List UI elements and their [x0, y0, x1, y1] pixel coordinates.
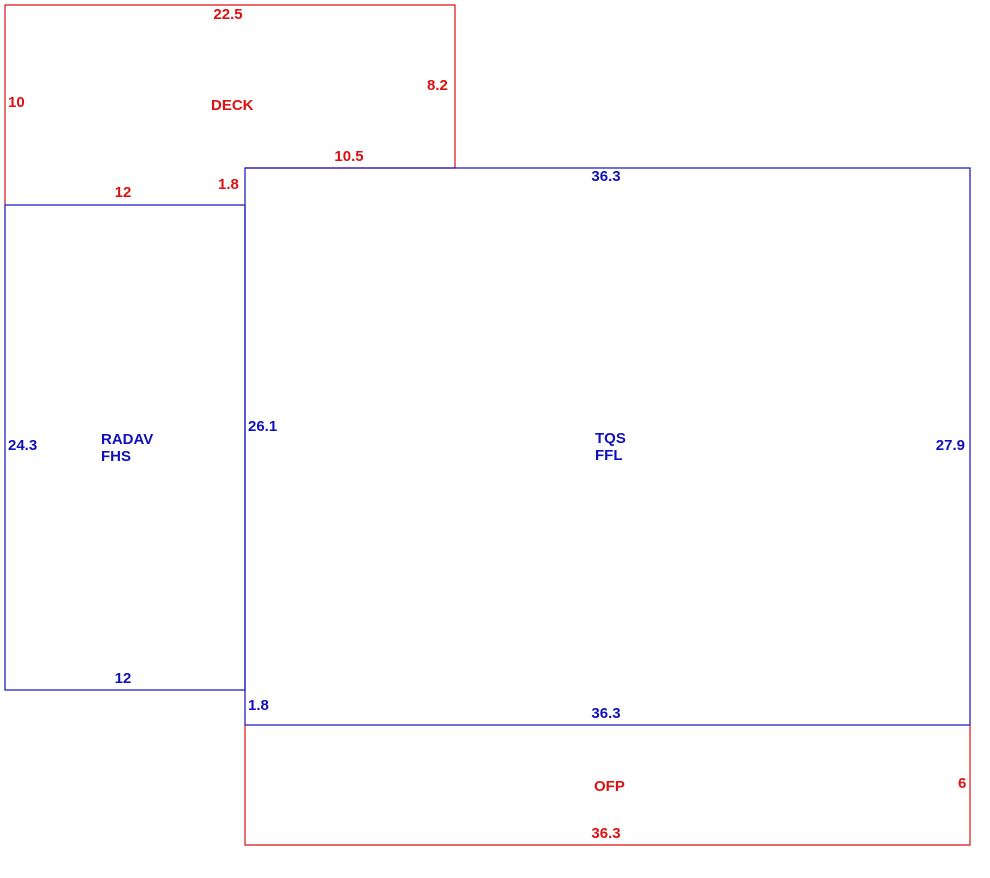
radav-name-line1: RADAV — [101, 431, 153, 448]
deck-name: DECK — [211, 97, 254, 114]
radav-bottom-dimension: 12 — [115, 670, 132, 687]
deck-right-dimension: 8.2 — [427, 77, 448, 94]
tqs-name-line2: FFL — [595, 447, 623, 464]
tqs-name-line1: TQS — [595, 430, 626, 447]
deck-outline — [4, 4, 456, 205]
tqs-left-dimension: 26.1 — [248, 418, 277, 435]
deck-top-dimension: 22.5 — [213, 6, 242, 23]
radav-left-dimension: 24.3 — [8, 437, 37, 454]
tqs-step-dimension: 1.8 — [248, 697, 269, 714]
deck-left-dimension: 10 — [8, 94, 25, 111]
radav-name-line2: FHS — [101, 448, 131, 465]
ofp-bottom-dimension: 36.3 — [591, 825, 620, 842]
tqs-outline — [244, 167, 971, 726]
ofp-right-dimension: 6 — [958, 775, 966, 792]
deck-bottom-right-dimension: 10.5 — [334, 148, 363, 165]
ofp-outline — [244, 725, 971, 846]
deck-bottom-left-dimension: 12 — [115, 184, 132, 201]
deck-step-dimension: 1.8 — [218, 176, 239, 193]
tqs-bottom-dimension: 36.3 — [591, 705, 620, 722]
tqs-right-dimension: 27.9 — [936, 437, 965, 454]
ofp-name: OFP — [594, 778, 625, 795]
tqs-top-dimension: 36.3 — [591, 168, 620, 185]
